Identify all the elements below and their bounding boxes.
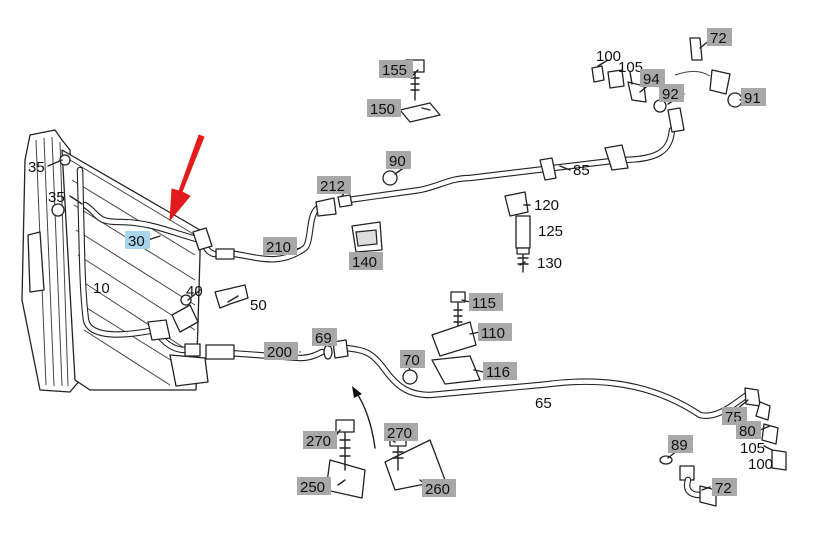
label-270a: 270 [306,433,331,450]
label-155: 155 [382,62,407,79]
label-94: 94 [643,71,660,88]
label-155-bg [379,60,413,78]
label-72b-bg [712,478,737,496]
clamp-40-50 [171,284,249,333]
label-90-bg [386,151,411,169]
label-116: 116 [486,364,510,381]
label-35a: 35 [28,159,45,176]
label-270b-bg [384,423,418,441]
label-212-bg [317,176,351,194]
fittings-bottom-right [659,387,787,507]
clamp-110-115-116 [431,291,481,385]
label-200: 200 [267,344,292,361]
label-80-bg [736,421,761,439]
clip-90 [382,170,398,186]
label-10: 10 [93,280,110,297]
label-270b: 270 [387,425,412,442]
clip-70 [402,369,418,385]
bolt-155-clamp-150 [399,59,441,123]
label-210-bg [263,237,297,255]
fittings-top-right [591,37,743,113]
label-250-bg [297,477,331,495]
label-70-bg [400,350,425,368]
label-92: 92 [662,86,679,103]
label-90: 90 [389,153,406,170]
label-120: 120 [534,197,559,214]
label-30-bg [125,231,150,249]
upper-oil-line [81,107,685,263]
label-200-bg [264,342,298,360]
black-arrow [352,386,376,449]
label-89-bg [668,435,693,453]
label-140: 140 [352,254,377,271]
label-270a-bg [303,431,337,449]
label-260-bg [422,479,456,497]
label-30: 30 [128,233,145,250]
label-100a: 100 [596,48,621,65]
label-125: 125 [538,223,563,240]
label-94-bg [640,69,665,87]
label-105b: 105 [740,440,765,457]
parts-120-125-130 [504,191,531,273]
label-150-bg [367,99,401,117]
label-69-bg [312,328,337,346]
label-140-bg [349,252,383,270]
label-70: 70 [403,352,420,369]
label-116-bg [483,362,517,380]
label-212: 212 [320,178,345,195]
label-89: 89 [671,437,688,454]
label-110: 110 [481,325,505,342]
label-75-bg [722,407,747,425]
label-100b: 100 [748,456,773,473]
label-72a-bg [707,28,732,46]
label-72a: 72 [710,30,727,47]
label-250: 250 [300,479,325,496]
label-130: 130 [537,255,562,272]
red-arrow [169,134,205,222]
label-115-bg [469,293,503,311]
label-115: 115 [472,295,496,312]
label-35b: 35 [48,189,65,206]
label-40: 40 [186,283,203,300]
label-210: 210 [266,239,291,256]
label-260: 260 [425,481,450,498]
bracket-250-270 [325,419,366,499]
lower-oil-line [76,166,756,419]
label-91-bg [741,88,766,106]
label-91: 91 [744,90,761,107]
label-110-bg [478,323,512,341]
label-80: 80 [739,423,756,440]
label-150: 150 [370,101,395,118]
label-105a: 105 [618,59,643,76]
label-72b: 72 [715,480,732,497]
label-69: 69 [315,330,332,347]
label-85: 85 [573,162,590,179]
label-65: 65 [535,395,552,412]
bracket-140 [351,221,383,253]
label-50: 50 [250,297,267,314]
label-92-bg [659,84,684,102]
bracket-260-270 [384,435,446,491]
